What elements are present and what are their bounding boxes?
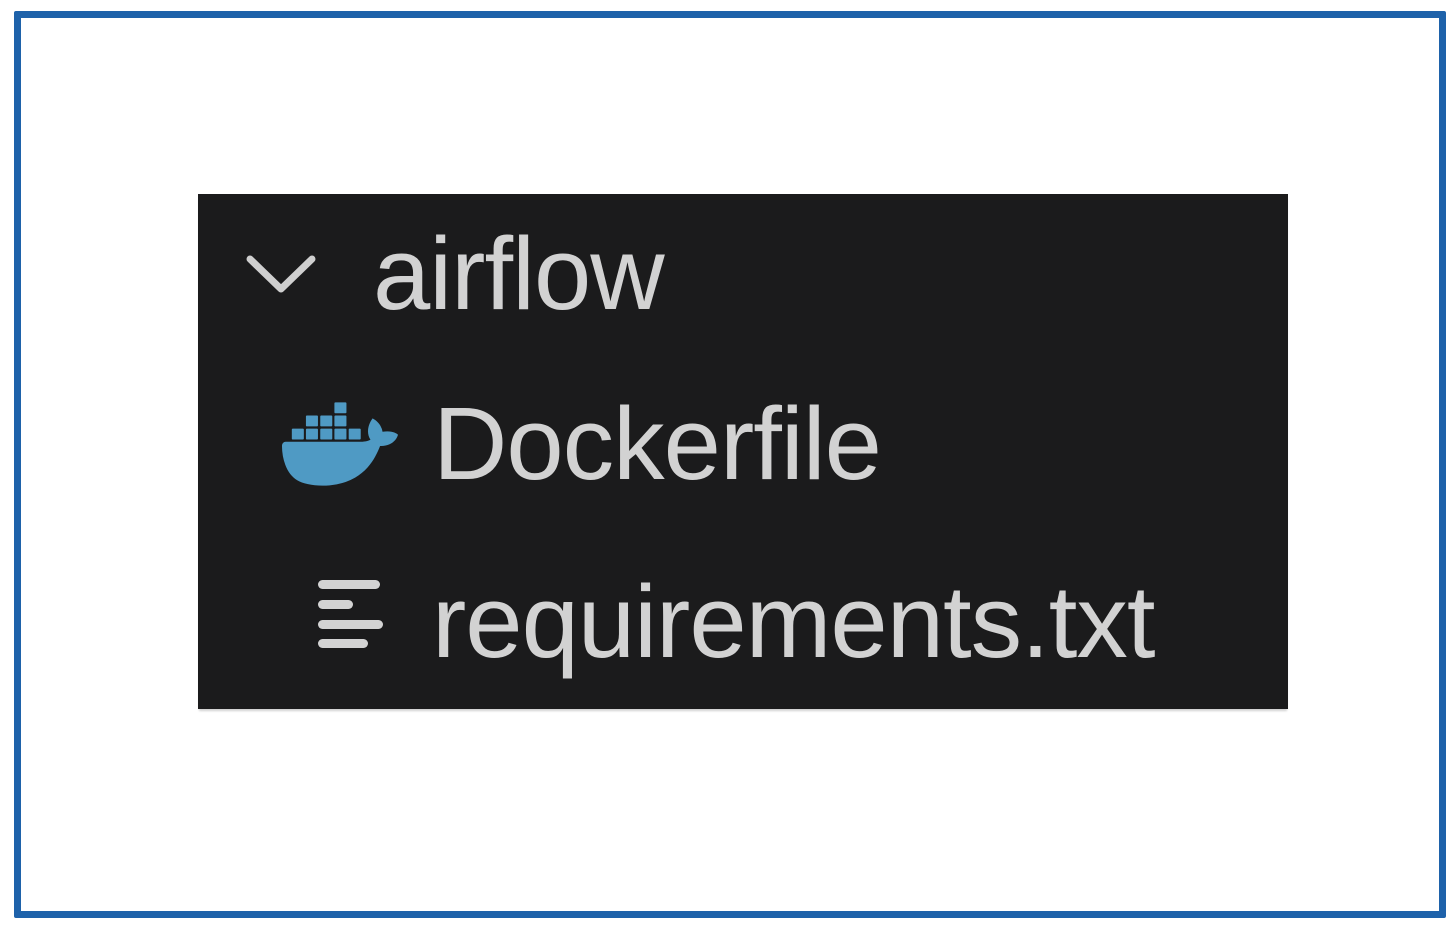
tree-item-requirements-txt[interactable]: requirements.txt xyxy=(198,552,1288,692)
chevron-down-icon[interactable] xyxy=(244,252,318,296)
file-explorer-panel: airflow Dockerfile requirements.txt xyxy=(198,194,1288,709)
tree-item-airflow-folder[interactable]: airflow xyxy=(198,204,1288,344)
tree-item-dockerfile[interactable]: Dockerfile xyxy=(198,374,1288,514)
docker-whale-icon xyxy=(282,402,398,486)
file-name-label: requirements.txt xyxy=(432,564,1155,679)
text-file-icon xyxy=(318,580,383,648)
folder-name-label: airflow xyxy=(373,216,665,331)
file-name-label: Dockerfile xyxy=(433,386,882,501)
